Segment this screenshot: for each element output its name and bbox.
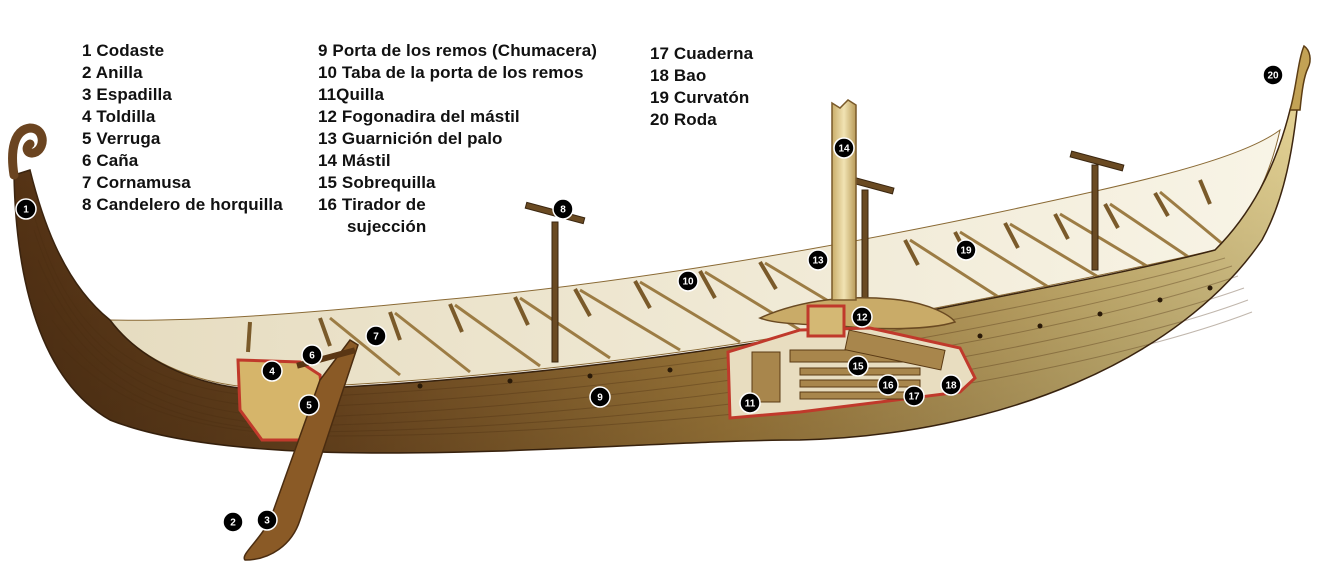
legend-item-5: 5 Verruga [82, 128, 283, 150]
callout-label: 10 [682, 277, 694, 288]
legend-item-text: 3 Espadilla [82, 85, 172, 104]
legend-item-18: 18 Bao [650, 65, 753, 87]
legend-item-14: 14 Mástil [318, 150, 597, 172]
legend-column-3: 17 Cuaderna 18 Bao 19 Curvatón 20 Roda [650, 43, 753, 131]
legend-item-text: 8 Candelero de horquilla [82, 195, 283, 214]
mast [832, 100, 856, 300]
callout-16: 16 [878, 375, 898, 395]
callout-label: 20 [1267, 71, 1279, 82]
prow-post [1290, 46, 1310, 110]
legend-item-text: 7 Cornamusa [82, 173, 191, 192]
callout-label: 18 [945, 381, 957, 392]
callout-17: 17 [904, 386, 924, 406]
legend-item-9: 9 Porta de los remos (Chumacera) [318, 40, 597, 62]
callout-5: 5 [299, 395, 319, 415]
legend-item-10: 10 Taba de la porta de los remos [318, 62, 597, 84]
callout-label: 2 [230, 518, 236, 529]
callout-label: 15 [852, 362, 864, 373]
legend-item-text: 13 Guarnición del palo [318, 129, 503, 148]
legend-item-20: 20 Roda [650, 109, 753, 131]
legend-item-text: 20 Roda [650, 110, 717, 129]
legend-item-text: 6 Caña [82, 151, 138, 170]
legend-item-text-continued: sujección [318, 216, 597, 238]
callout-11: 11 [740, 393, 760, 413]
legend-item-text: 15 Sobrequilla [318, 173, 436, 192]
legend-item-3: 3 Espadilla [82, 84, 283, 106]
legend-item-text: 9 Porta de los remos (Chumacera) [318, 41, 597, 60]
legend-item-6: 6 Caña [82, 150, 283, 172]
legend-item-4: 4 Toldilla [82, 106, 283, 128]
callout-20: 20 [1263, 65, 1283, 85]
callout-label: 6 [309, 351, 315, 362]
legend-column-1: 1 Codaste 2 Anilla 3 Espadilla 4 Toldilla 5 … [82, 40, 283, 216]
callout-label: 19 [960, 246, 972, 257]
legend-item-7: 7 Cornamusa [82, 172, 283, 194]
callout-label: 11 [745, 399, 756, 410]
legend-item-text: 17 Cuaderna [650, 44, 753, 63]
callout-12: 12 [852, 307, 872, 327]
callout-label: 1 [23, 205, 29, 216]
legend-item-11: 11Quilla [318, 84, 597, 106]
callout-label: 9 [597, 393, 603, 404]
legend-item-15: 15 Sobrequilla [318, 172, 597, 194]
callout-6: 6 [302, 345, 322, 365]
legend-item-13: 13 Guarnición del palo [318, 128, 597, 150]
legend-item-12: 12 Fogonadira del mástil [318, 106, 597, 128]
legend-item-text: 10 Taba de la porta de los remos [318, 63, 584, 82]
callout-1: 1 [16, 199, 36, 219]
callout-label: 5 [306, 401, 312, 412]
legend-item-text: 4 Toldilla [82, 107, 155, 126]
callout-label: 14 [838, 144, 850, 155]
callout-14: 14 [834, 138, 854, 158]
legend-item-19: 19 Curvatón [650, 87, 753, 109]
legend-item-text: 16 Tirador de [318, 195, 426, 214]
callout-15: 15 [848, 356, 868, 376]
legend-item-text: 12 Fogonadira del mástil [318, 107, 520, 126]
callout-9: 9 [590, 387, 610, 407]
legend-item-17: 17 Cuaderna [650, 43, 753, 65]
callout-label: 4 [269, 367, 275, 378]
legend-item-text: 5 Verruga [82, 129, 160, 148]
callout-3: 3 [257, 510, 277, 530]
legend-item-2: 2 Anilla [82, 62, 283, 84]
legend-item-8: 8 Candelero de horquilla [82, 194, 283, 216]
legend-item-text: 19 Curvatón [650, 88, 749, 107]
callout-19: 19 [956, 240, 976, 260]
stern-post [13, 128, 43, 175]
callout-18: 18 [941, 375, 961, 395]
legend-item-text: 11Quilla [318, 85, 384, 104]
callout-label: 12 [856, 313, 868, 324]
callout-4: 4 [262, 361, 282, 381]
callout-label: 7 [373, 332, 379, 343]
callout-2: 2 [223, 512, 243, 532]
legend-item-text: 18 Bao [650, 66, 706, 85]
callout-10: 10 [678, 271, 698, 291]
legend-item-text: 1 Codaste [82, 41, 164, 60]
callout-label: 17 [908, 392, 920, 403]
legend-item-16: 16 Tirador de sujección [318, 194, 597, 238]
legend-item-text: 14 Mástil [318, 151, 391, 170]
callout-label: 3 [264, 516, 270, 527]
legend-column-2: 9 Porta de los remos (Chumacera) 10 Taba … [318, 40, 597, 238]
legend-item-1: 1 Codaste [82, 40, 283, 62]
legend-item-text: 2 Anilla [82, 63, 143, 82]
callout-7: 7 [366, 326, 386, 346]
callout-label: 16 [882, 381, 894, 392]
callout-label: 13 [812, 256, 824, 267]
callout-13: 13 [808, 250, 828, 270]
